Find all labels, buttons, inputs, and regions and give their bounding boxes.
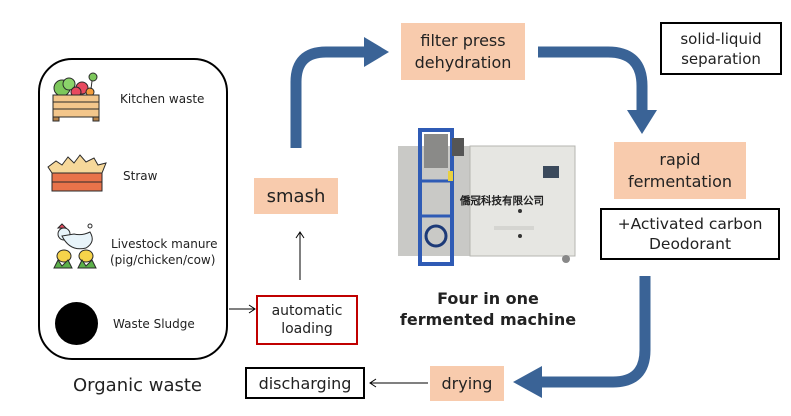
arrowhead-left (513, 366, 542, 398)
step-discharging: discharging (245, 367, 365, 399)
source-label-livestock-types: (pig/chicken/cow) (110, 253, 216, 267)
loading-line2: loading (281, 321, 333, 337)
step-automatic-loading: automatic loading (256, 295, 358, 345)
step-filter-press: filter press dehydration (401, 23, 525, 80)
machine-caption-line1: Four in one (437, 289, 539, 308)
smash-to-filter-arrow (290, 46, 366, 148)
source-label-kitchen-waste: Kitchen waste (120, 92, 205, 106)
deodorant-line2: Deodorant (648, 235, 732, 253)
organic-waste-caption: Organic waste (73, 375, 202, 396)
fermentation-line1: rapid (659, 149, 701, 169)
step-activated-carbon-deodorant: +Activated carbon Deodorant (600, 208, 780, 260)
step-solid-liquid-separation: solid-liquid separation (660, 22, 782, 75)
straw-crate-icon (47, 154, 107, 192)
fermentation-line2: fermentation (627, 171, 733, 191)
deodorant-to-drying-arrow (540, 276, 651, 388)
separation-line2: separation (681, 49, 761, 68)
filter-to-fermentation-arrow (538, 46, 648, 112)
machine-caption: Four in one fermented machine (398, 288, 578, 330)
step-drying: drying (430, 366, 504, 401)
source-label-waste-sludge: Waste Sludge (113, 317, 195, 331)
arrowhead-right (364, 37, 389, 67)
machine-brand-text: 僑冠科技有限公司 (460, 195, 544, 207)
sludge-dot-icon (55, 302, 98, 345)
machine-caption-line2: fermented machine (399, 310, 577, 329)
source-label-straw: Straw (123, 169, 158, 183)
filter-line2: dehydration (414, 52, 512, 72)
fermentation-machine-image (398, 128, 576, 266)
step-rapid-fermentation: rapid fermentation (614, 142, 746, 199)
loading-line1: automatic (271, 303, 343, 319)
arrowhead-down (627, 110, 657, 134)
deodorant-line1: +Activated carbon (617, 215, 763, 233)
vegetable-crate-icon (52, 72, 100, 122)
separation-line1: solid-liquid (680, 29, 762, 48)
filter-line1: filter press (420, 30, 506, 50)
chicken-icon (53, 223, 97, 269)
step-smash: smash (254, 178, 338, 214)
source-label-livestock-manure: Livestock manure (111, 237, 218, 251)
